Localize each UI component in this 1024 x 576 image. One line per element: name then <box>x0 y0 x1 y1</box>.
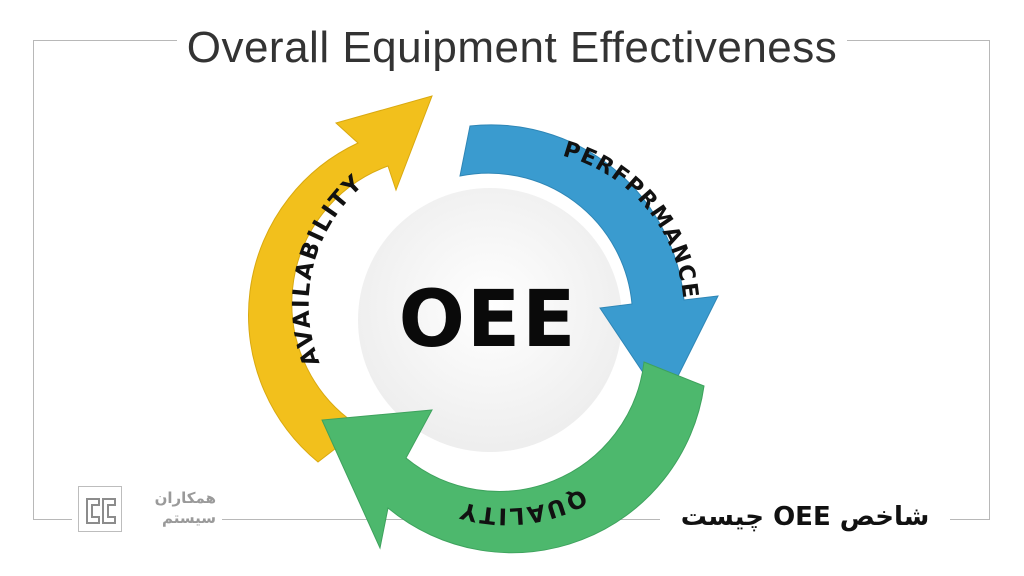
center-disk <box>358 188 622 452</box>
caption: شاخص OEE چیست <box>660 494 950 540</box>
page-title-text: Overall Equipment Effectiveness <box>176 23 848 72</box>
company-logo: همکاران سیستم <box>72 484 222 540</box>
company-logo-text: همکاران سیستم <box>128 488 216 528</box>
logo-line-2: سیستم <box>161 509 216 527</box>
availability-arrow <box>248 95 433 463</box>
company-logo-icon <box>78 486 122 532</box>
page-title: Overall Equipment Effectiveness <box>0 16 1024 80</box>
logo-line-1: همکاران <box>154 489 216 507</box>
performance-arrow <box>459 124 719 405</box>
quality-arrow <box>321 361 705 554</box>
center-label: OEE <box>399 275 578 365</box>
